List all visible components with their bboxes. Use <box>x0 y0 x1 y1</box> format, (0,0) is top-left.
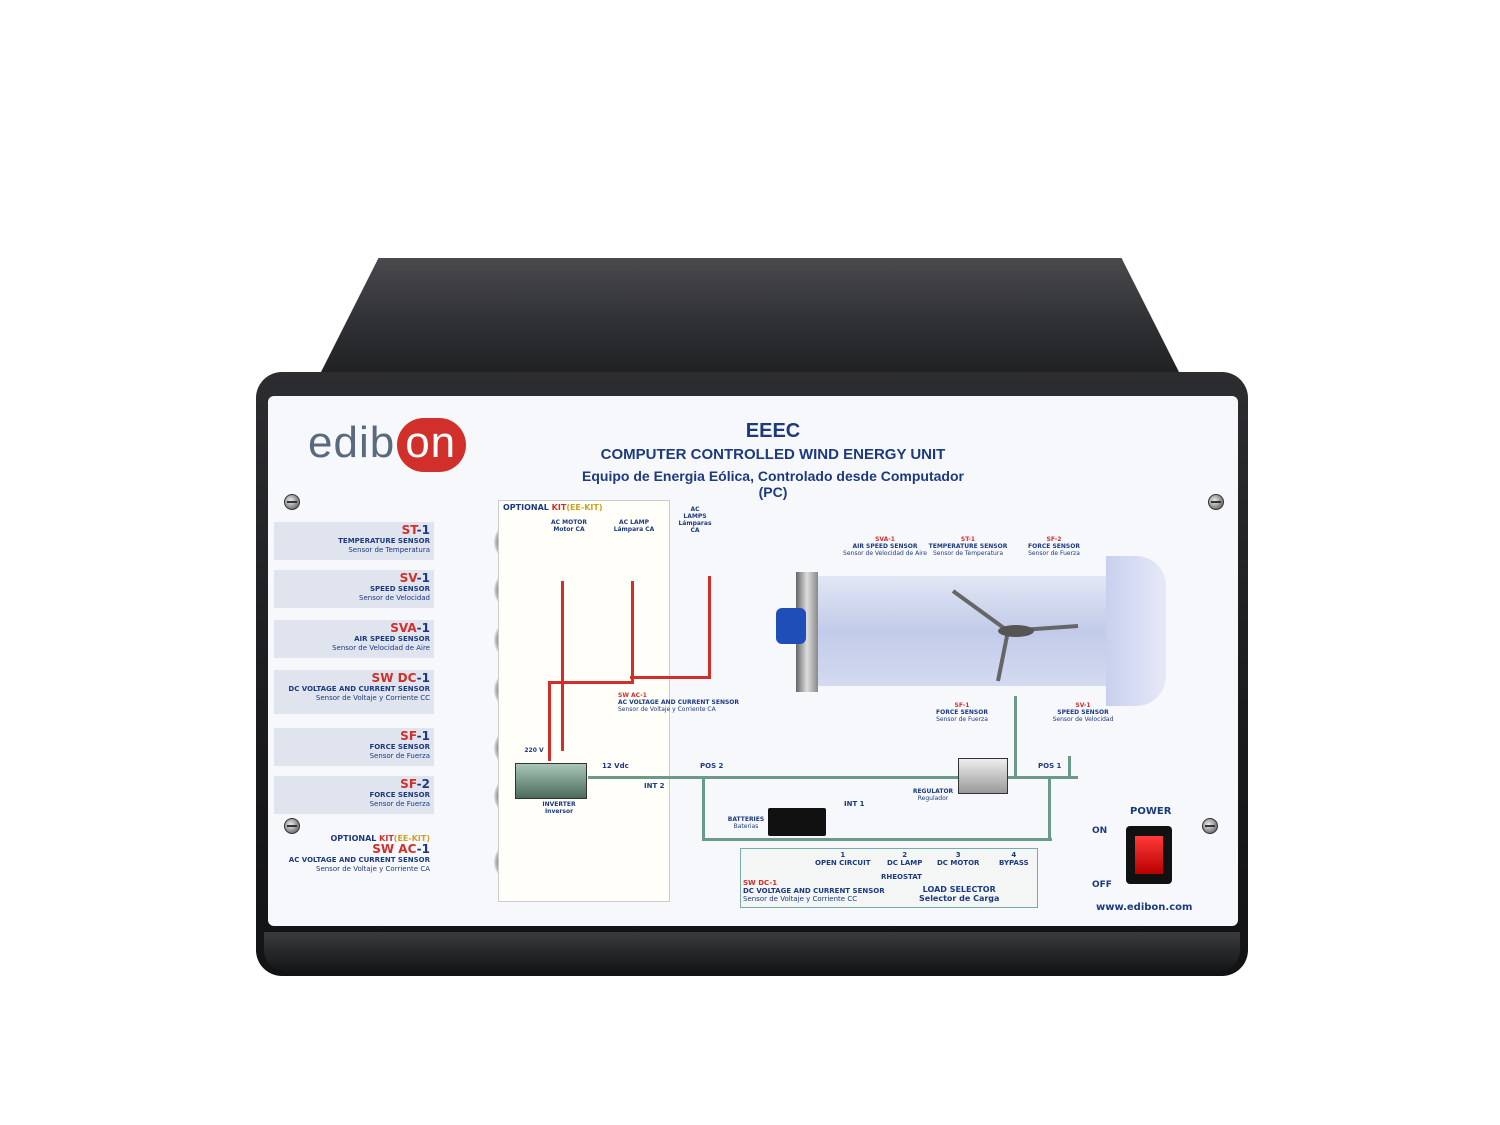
panel-title-code: EEEC <box>745 420 801 442</box>
screw-icon <box>1202 818 1218 834</box>
optional-kit-title: OPTIONAL KIT(EE-KIT) <box>503 503 603 512</box>
panel-title-en: COMPUTER CONTROLLED WIND ENERGY UNIT <box>600 446 946 463</box>
pos2-label: POS 2 <box>700 762 724 770</box>
wind-turbine-icon <box>951 589 1079 682</box>
power-off-label: OFF <box>1092 880 1112 890</box>
screw-icon <box>1208 494 1224 510</box>
panel-title-es: Equipo de Energia Eólica, Controlado des… <box>582 468 964 500</box>
int1-label: INT 1 <box>844 800 865 808</box>
website-label: www.edibon.com <box>1096 902 1193 913</box>
screw-icon <box>284 818 300 834</box>
batteries-icon <box>768 808 826 836</box>
rheostat-label: RHEOSTAT <box>881 873 922 881</box>
regulator-icon <box>958 758 1008 794</box>
power-label: POWER <box>1130 806 1172 817</box>
unit-base <box>264 932 1240 972</box>
int2-label: INT 2 <box>644 782 665 790</box>
fan-unit <box>796 572 818 692</box>
inverter-icon <box>515 763 587 799</box>
power-on-label: ON <box>1092 826 1108 836</box>
power-switch[interactable] <box>1126 826 1172 884</box>
tunnel-outlet-cone <box>1106 556 1166 706</box>
voltage-220-label: 220 V <box>524 747 544 754</box>
fan-motor-icon <box>776 608 806 644</box>
screw-icon <box>284 494 300 510</box>
voltage-12-label: 12 Vdc <box>602 762 629 770</box>
unit-top-cover <box>318 258 1182 378</box>
pos1-label: POS 1 <box>1038 762 1062 770</box>
